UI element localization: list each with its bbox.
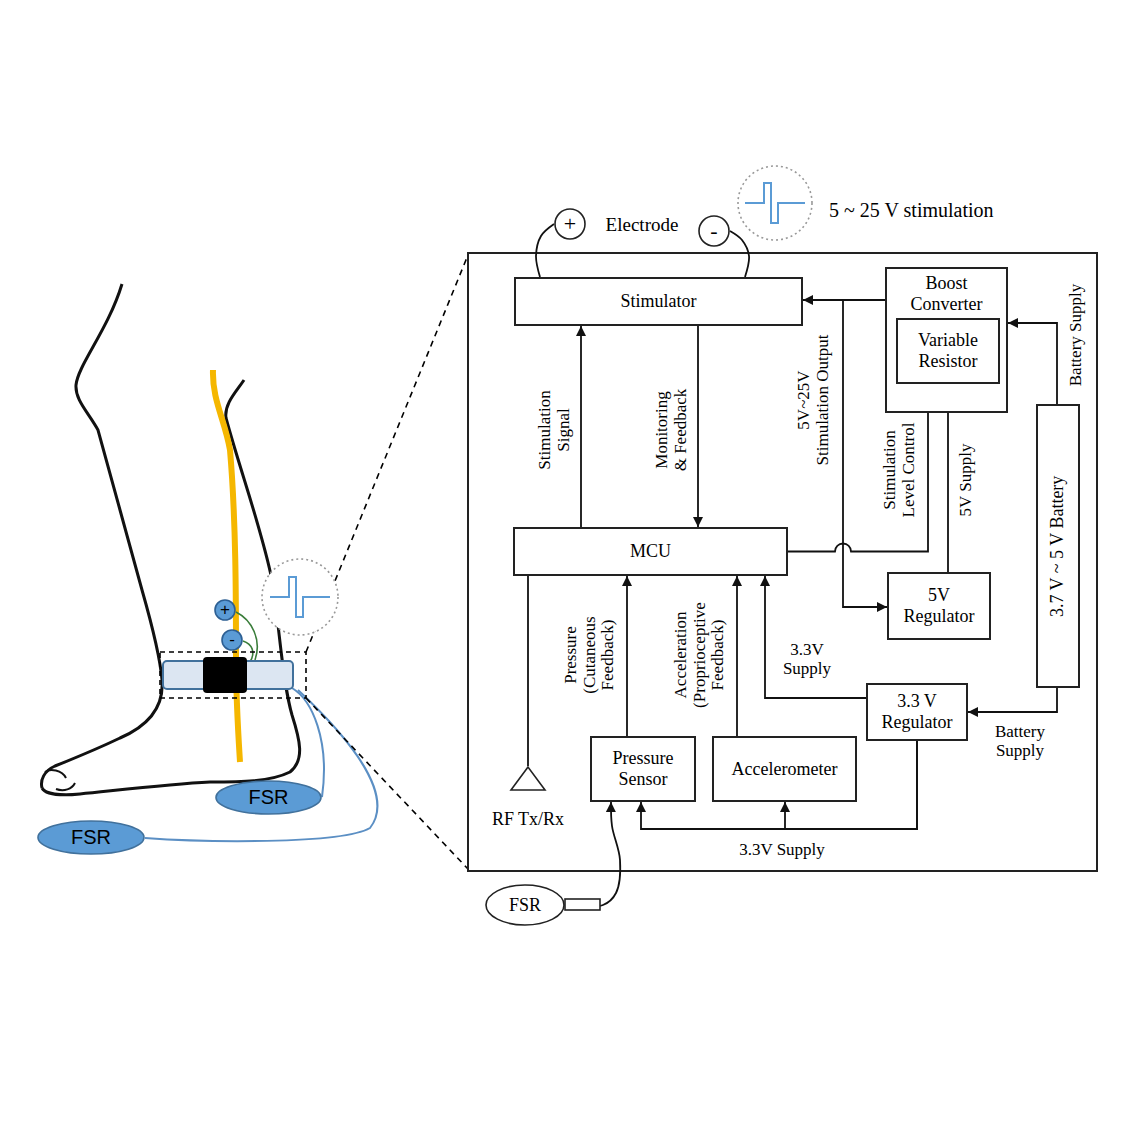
node-text: FSR bbox=[509, 895, 541, 916]
fsr-wire bbox=[292, 688, 324, 797]
block: 5V Regulator bbox=[887, 572, 991, 640]
battery: 3.7 V ~ 5 V Battery bbox=[1036, 404, 1080, 688]
connector bbox=[527, 576, 529, 766]
connector bbox=[536, 224, 554, 277]
node-text: Variable Resistor bbox=[902, 330, 994, 371]
leg-back-outline bbox=[42, 380, 300, 795]
signal-label: 5V~25V Stimulation Output bbox=[795, 332, 832, 468]
signal-label: Stimulation Signal bbox=[536, 380, 573, 480]
ellipse-shape bbox=[216, 781, 321, 814]
node-text: + bbox=[220, 600, 230, 620]
biphasic-pulse bbox=[745, 183, 805, 223]
signal-label: 3.3V Supply bbox=[777, 641, 837, 678]
node-text: Stimulator bbox=[621, 291, 697, 312]
block: Boost ConverterVariable Resistor bbox=[885, 267, 1008, 413]
signal-label: Pressure (Cutaneous Feedback) bbox=[562, 611, 618, 699]
ellipse-shape bbox=[555, 209, 585, 239]
part-label: Electrode bbox=[606, 215, 679, 236]
ellipse-shape bbox=[699, 216, 729, 246]
ellipse-shape bbox=[38, 821, 144, 854]
node-text: 5V Regulator bbox=[893, 585, 985, 626]
connector bbox=[765, 576, 866, 698]
node-text: Accelerometer bbox=[732, 759, 838, 780]
ellipse-shape bbox=[222, 630, 242, 650]
device-frame bbox=[468, 253, 1097, 871]
electrode-terminal: - bbox=[698, 215, 730, 247]
electrode-terminal: + bbox=[214, 599, 236, 621]
connector bbox=[580, 326, 582, 527]
node-text: MCU bbox=[630, 541, 671, 562]
connector bbox=[565, 802, 620, 907]
connector bbox=[736, 576, 738, 736]
block: Pressure Sensor bbox=[590, 736, 696, 802]
connector bbox=[626, 576, 628, 736]
electrode-terminal: - bbox=[221, 629, 243, 651]
connector bbox=[1008, 323, 1057, 404]
block: 3.3 V Regulator bbox=[866, 683, 968, 741]
signal-label: Battery Supply bbox=[985, 723, 1055, 760]
leg-front-outline bbox=[42, 284, 163, 788]
waveform-circle bbox=[262, 559, 338, 635]
block: Stimulator bbox=[514, 277, 803, 326]
toe-lines bbox=[45, 770, 75, 790]
waveform-circle bbox=[738, 166, 812, 240]
signal-label: Acceleration (Proprioceptive Feedback) bbox=[672, 601, 728, 709]
nerve bbox=[213, 370, 240, 762]
connector bbox=[968, 688, 1057, 712]
signal-label: 3.3V Supply bbox=[712, 841, 852, 860]
signal-label: Stimulation Level Control bbox=[881, 415, 918, 525]
fsr-sensor: FSR bbox=[485, 884, 565, 926]
annotation: 5 ~ 25 V stimulation bbox=[829, 199, 994, 221]
signal-label: Battery Supply bbox=[1067, 270, 1086, 400]
node-text: Pressure Sensor bbox=[596, 748, 690, 789]
node-text: 3.3 V Regulator bbox=[872, 691, 962, 732]
node-text: - bbox=[710, 218, 717, 243]
signal-label: Monitoring & Feedback bbox=[653, 385, 690, 475]
antenna: RF Tx/Rx bbox=[488, 766, 568, 832]
fsr-wire bbox=[145, 690, 377, 841]
fsr-sensor: FSR bbox=[37, 820, 145, 855]
ellipse-shape bbox=[215, 600, 235, 620]
antenna-symbol bbox=[511, 767, 545, 790]
biphasic-pulse bbox=[270, 577, 330, 617]
block: Variable Resistor bbox=[896, 318, 1000, 384]
node-text: Boost Converter bbox=[891, 273, 1002, 314]
zoom-line bbox=[306, 698, 468, 869]
node-text: RF Tx/Rx bbox=[492, 809, 564, 830]
signal-label: 5V Supply bbox=[957, 435, 976, 525]
fsr-connector bbox=[565, 899, 600, 910]
node-text: FSR bbox=[71, 826, 111, 849]
connector bbox=[730, 231, 749, 277]
connector bbox=[697, 326, 699, 527]
ellipse-shape bbox=[486, 885, 564, 925]
node-text: 3.7 V ~ 5 V Battery bbox=[1048, 475, 1069, 616]
fsr-sensor: FSR bbox=[215, 780, 322, 815]
block: MCU bbox=[513, 527, 788, 576]
block: Accelerometer bbox=[712, 736, 857, 802]
electrode-terminal: + bbox=[554, 208, 586, 240]
node-text: - bbox=[229, 630, 235, 650]
node-text: + bbox=[564, 211, 576, 236]
device-module bbox=[203, 657, 247, 693]
node-text: FSR bbox=[249, 786, 289, 809]
zoom-box bbox=[160, 652, 306, 698]
